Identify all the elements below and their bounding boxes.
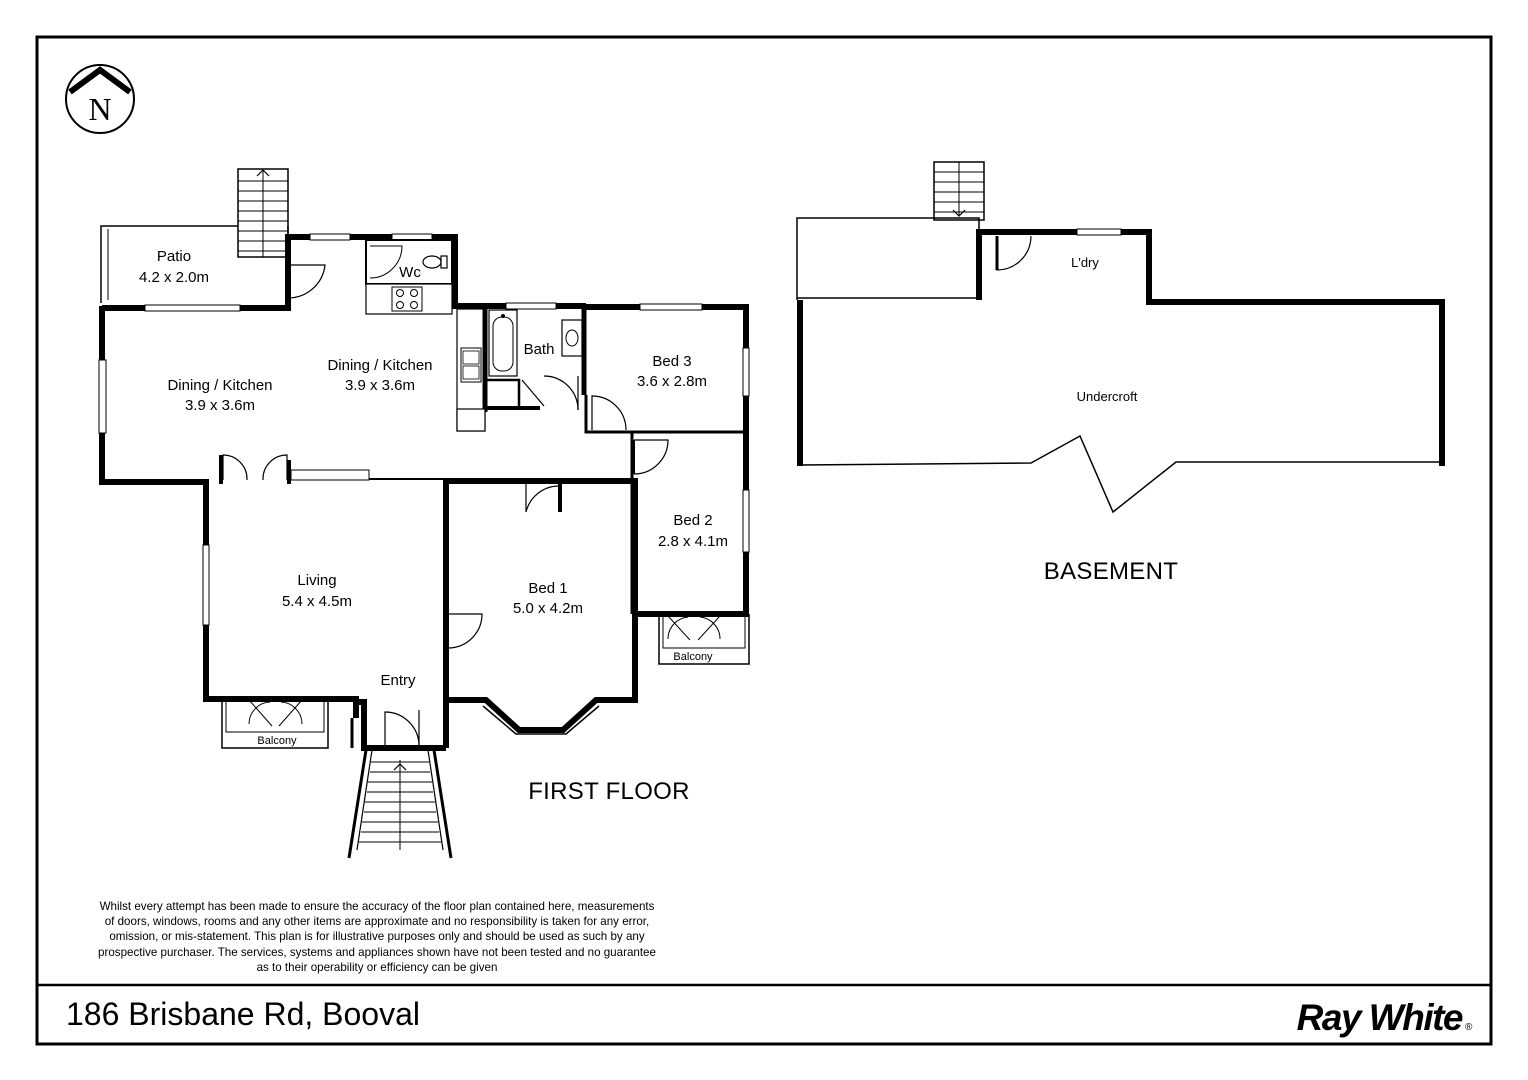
disclaimer-line: as to their operability or efficiency ca… <box>257 961 498 974</box>
disclaimer-line: of doors, windows, rooms and any other i… <box>105 915 650 928</box>
disclaimer-line: omission, or mis-statement. This plan is… <box>109 930 644 943</box>
dining-east-label: Dining / Kitchen <box>327 357 432 374</box>
bath-room <box>487 302 587 411</box>
stairs-north <box>237 168 289 258</box>
dining-east-size: 3.9 x 3.6m <box>345 377 415 394</box>
bed2-label: Bed 2 <box>673 512 712 529</box>
balcony-east-label: Balcony <box>673 651 713 663</box>
dining-west-label: Dining / Kitchen <box>167 377 272 394</box>
bed1-size: 5.0 x 4.2m <box>513 600 583 617</box>
balcony-west <box>221 699 329 749</box>
property-address: 186 Brisbane Rd, Booval <box>66 996 420 1032</box>
stairs-basement <box>933 161 985 221</box>
living-size: 5.4 x 4.5m <box>282 593 352 610</box>
stairs-south <box>347 749 453 859</box>
bed1-room <box>446 478 638 735</box>
bed3-label: Bed 3 <box>652 353 691 370</box>
undercroft-outline <box>799 434 1442 514</box>
basement-title: BASEMENT <box>1044 558 1178 585</box>
brand-registered-mark: ® <box>1465 1022 1473 1033</box>
disclaimer: Whilst every attempt has been made to en… <box>98 900 656 974</box>
basement-plan <box>796 161 1445 514</box>
bed1-label: Bed 1 <box>528 580 567 597</box>
first-floor-title: FIRST FLOOR <box>528 778 690 805</box>
basin-icon <box>561 319 583 357</box>
first-floor-plan <box>98 168 750 859</box>
disclaimer-line: Whilst every attempt has been made to en… <box>100 900 655 913</box>
brand-name: Ray White <box>1297 997 1463 1038</box>
dining-west-walls <box>99 305 291 485</box>
undercroft-label: Undercroft <box>1077 389 1138 404</box>
patio-label: Patio <box>157 248 191 265</box>
laundry-walls <box>976 229 1445 466</box>
cooktop-icon <box>391 286 423 312</box>
toilet-icon <box>422 255 442 269</box>
bath-label: Bath <box>524 341 555 358</box>
ray-white-logo: Ray White ® <box>1297 997 1473 1038</box>
wc-label: Wc <box>399 264 421 281</box>
bed3-room <box>584 303 750 434</box>
north-compass-icon: N <box>65 64 135 134</box>
living-label: Living <box>297 572 336 589</box>
patio-size: 4.2 x 2.0m <box>139 269 209 286</box>
page-frame <box>35 35 1493 1046</box>
laundry-label: L'dry <box>1071 255 1099 270</box>
compass-letter: N <box>88 91 111 127</box>
entry-area <box>350 699 446 751</box>
sink-icon <box>460 347 482 383</box>
dining-west-size: 3.9 x 3.6m <box>185 397 255 414</box>
bed3-size: 3.6 x 2.8m <box>637 373 707 390</box>
balcony-east <box>658 614 750 665</box>
disclaimer-line: prospective purchaser. The services, sys… <box>98 946 656 959</box>
entry-label: Entry <box>380 672 416 689</box>
balcony-west-label: Balcony <box>257 735 297 747</box>
bed2-size: 2.8 x 4.1m <box>658 533 728 550</box>
basement-deck <box>796 217 980 300</box>
kitchen-walls <box>285 234 586 309</box>
room-labels: Patio 4.2 x 2.0m Wc Dining / Kitchen 3.9… <box>139 248 1178 805</box>
